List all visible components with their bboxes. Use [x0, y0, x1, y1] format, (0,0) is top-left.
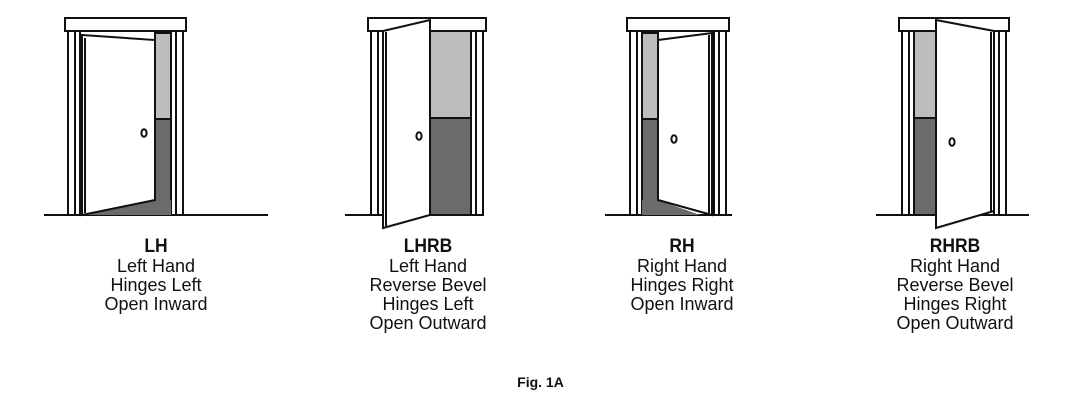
door-lh-illustration — [44, 17, 268, 217]
door-desc-line: Reverse Bevel — [369, 275, 487, 295]
door-desc-line: Hinges Right — [903, 294, 1007, 314]
door-desc-line: Open Outward — [369, 313, 487, 333]
door-desc-line: Left Hand — [116, 256, 196, 276]
floor-shadow — [642, 200, 700, 215]
door-desc-line: Open Inward — [630, 294, 734, 314]
head-trim — [64, 17, 187, 32]
opening-dark — [913, 117, 937, 216]
figure-label: Fig. 1A — [517, 374, 564, 390]
door-desc-line: Hinges Right — [630, 275, 734, 295]
door-lhrb-illustration — [345, 17, 487, 230]
opening-dark — [429, 117, 472, 216]
door-knob — [948, 137, 956, 147]
door-code: LHRB — [403, 236, 453, 257]
door-code: RHRB — [929, 236, 981, 257]
door-desc-line: Open Inward — [104, 294, 208, 314]
door-code: LH — [144, 236, 168, 257]
door-rh-illustration — [605, 17, 732, 217]
door-knob — [670, 134, 678, 144]
caption-rhrb: RHRB Right Hand Reverse Bevel Hinges Rig… — [845, 236, 1065, 333]
door-desc-line: Hinges Left — [382, 294, 474, 314]
door-knob — [415, 131, 423, 141]
door-desc-line: Reverse Bevel — [896, 275, 1014, 295]
door-rhrb-illustration — [876, 17, 1029, 230]
door-desc-line: Right Hand — [909, 256, 1001, 276]
opening-light — [913, 30, 937, 119]
opening-light — [154, 32, 172, 120]
caption-lhrb: LHRB Left Hand Reverse Bevel Hinges Left… — [318, 236, 538, 333]
door-knob — [140, 128, 148, 138]
floor-shadow — [85, 200, 171, 215]
head-trim — [626, 17, 730, 32]
opening-light — [429, 30, 472, 119]
door-code: RH — [669, 236, 695, 257]
door-leaf — [935, 18, 995, 230]
door-desc-line: Hinges Left — [110, 275, 202, 295]
door-leaf — [382, 18, 431, 230]
caption-rh: RH Right Hand Hinges Right Open Inward — [572, 236, 792, 314]
caption-lh: LH Left Hand Hinges Left Open Inward — [46, 236, 266, 314]
opening-light — [641, 32, 659, 120]
door-desc-line: Right Hand — [636, 256, 728, 276]
door-desc-line: Left Hand — [388, 256, 468, 276]
door-leaf — [81, 33, 156, 217]
door-desc-line: Open Outward — [896, 313, 1014, 333]
door-leaf — [657, 31, 713, 217]
